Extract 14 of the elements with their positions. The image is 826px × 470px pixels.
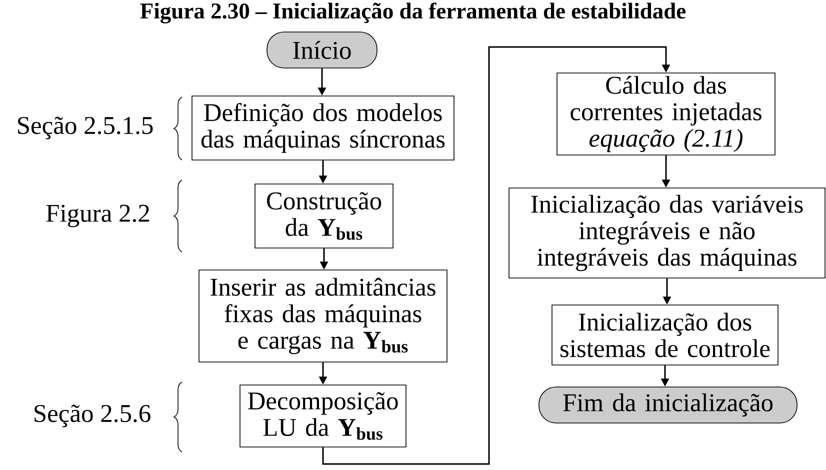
process-box: Construção da Y$_{bus}$ [254,184,394,248]
section-reference: Figura 2.2 [46,204,150,228]
section-reference: Seção 2.5.6 [34,404,150,428]
process-box: Definição dos modelos das máquinas síncronas [192,96,454,160]
terminal-box: Início [266,32,378,68]
terminal-box: Fim da inicialização [538,386,798,424]
figure-title: Figura 2.30 – Inicialização da ferramenta de estabilidade [140,2,686,24]
section-reference: Seção 2.5.1.5 [18,116,153,140]
process-box: Decomposição LU da Y$_{bus}$ [240,384,406,448]
process-box: Cálculo das correntes injetadas equação (2.11) [556,72,776,156]
process-box: Inicialização das variáveis integráveis e não integráveis das máquinas [508,188,826,278]
arrow [322,46,670,465]
process-box: Inserir as admitâncias fixas das máquinas e cargas na Y$_{bus}$ [198,270,448,362]
process-box: Inicialização dos sistemas de controle [552,304,778,366]
